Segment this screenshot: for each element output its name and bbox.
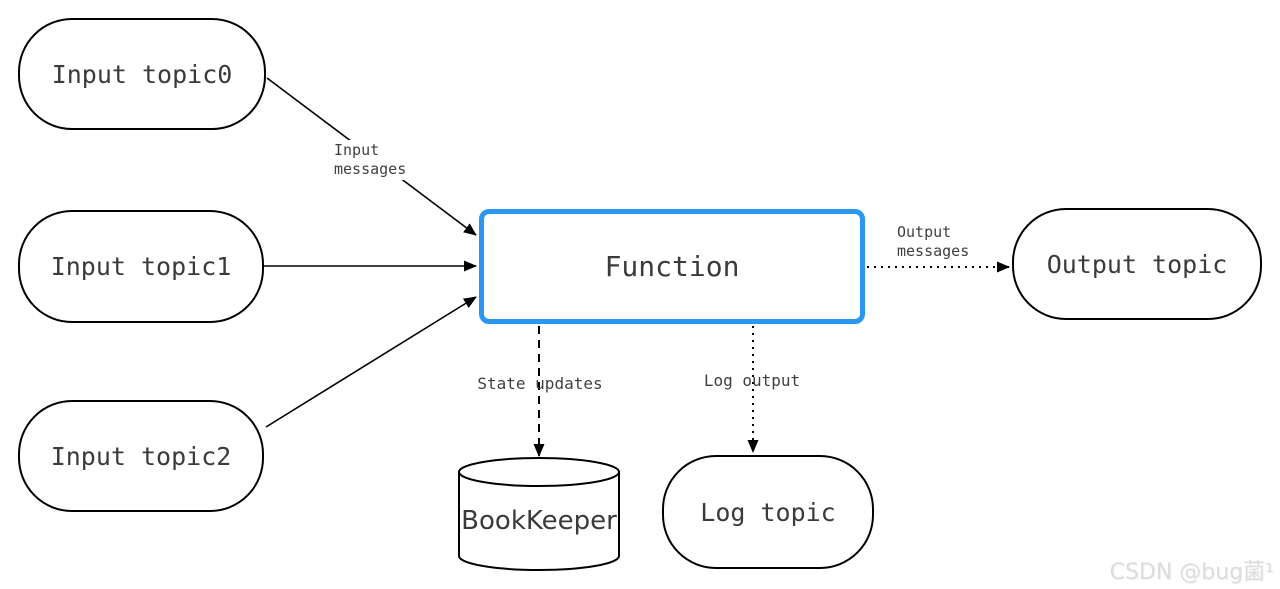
node-function: Function xyxy=(479,209,865,324)
edge-label-output-messages: Output messages xyxy=(897,223,969,261)
watermark-text: CSDN @bug菌¹ xyxy=(1109,560,1274,585)
node-bookkeeper-label: BookKeeper xyxy=(461,506,617,536)
node-input-topic1: Input topic1 xyxy=(18,210,264,323)
edge-label-input-messages-line1: Input xyxy=(334,141,380,159)
edge-label-output-messages-line2: messages xyxy=(897,242,970,260)
edge-label-state-updates: State updates xyxy=(477,374,603,393)
bookkeeper-cylinder-shape xyxy=(458,457,620,571)
edge-input2-to-function xyxy=(265,296,477,428)
edge-label-output-messages-line1: Output xyxy=(897,223,952,241)
edge-label-log-output: Log output xyxy=(703,371,801,390)
node-input-topic2: Input topic2 xyxy=(18,400,264,512)
edge-label-input-messages: Input messages xyxy=(331,140,410,180)
node-log-topic: Log topic xyxy=(662,455,874,569)
node-input-topic0: Input topic0 xyxy=(18,18,266,130)
edge-label-input-messages-line2: messages xyxy=(334,160,407,178)
node-output-topic: Output topic xyxy=(1012,208,1262,320)
